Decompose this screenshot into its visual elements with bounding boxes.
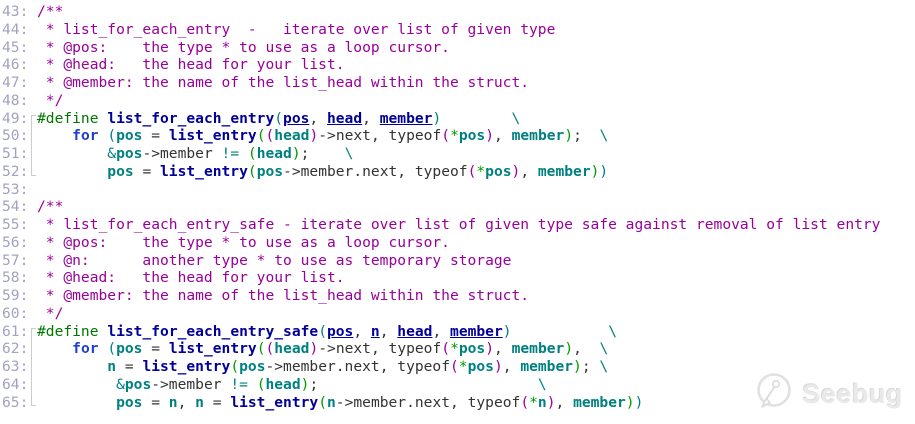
fold-gutter	[28, 92, 37, 110]
code-text: * @head: the head for your list.	[37, 56, 345, 74]
line-number: 52:	[2, 162, 29, 180]
line-number: 46:	[2, 56, 29, 74]
code-text: &pos->member != (head); \	[116, 375, 547, 393]
code-line: 57: * @n: another type * to use as tempo…	[2, 252, 915, 270]
fold-gutter	[28, 181, 37, 199]
code-text: pos = n, n = list_entry(n->member.next, …	[116, 393, 644, 411]
code-line: 54: /**	[2, 198, 915, 216]
line-number: 60:	[2, 304, 29, 322]
fold-gutter	[28, 74, 37, 92]
code-line: 45: * @pos: the type * to use as a loop …	[2, 39, 915, 57]
code-line: 44: * list_for_each_entry - iterate over…	[2, 21, 915, 39]
code-line: 48: */	[2, 92, 915, 110]
code-text: /**	[37, 3, 64, 20]
fold-gutter	[28, 39, 37, 57]
line-number: 44:	[2, 20, 29, 38]
code-line: 58: * @head: the head for your list.	[2, 269, 915, 287]
code-text: #define list_for_each_entry_safe(pos, n,…	[37, 322, 617, 340]
line-number: 65:	[2, 393, 29, 411]
line-number: 58:	[2, 269, 29, 287]
code-line: 65: pos = n, n = list_entry(n->member.ne…	[2, 392, 915, 412]
code-text: /**	[37, 198, 64, 216]
fold-gutter	[28, 234, 37, 252]
fold-bracket	[28, 339, 37, 359]
fold-gutter	[28, 198, 37, 216]
code-line: 64: &pos->member != (head); \	[2, 374, 915, 395]
line-number: 43:	[2, 3, 29, 20]
fold-bracket	[28, 392, 37, 412]
line-number: 56:	[2, 233, 29, 251]
code-line: 59: * @member: the name of the list_head…	[2, 287, 915, 305]
code-line: 51: &pos->member != (head); \	[2, 144, 915, 164]
code-line: 55: * list_for_each_entry_safe - iterate…	[2, 216, 915, 234]
code-line: 46: * @head: the head for your list.	[2, 56, 915, 74]
code-text: for (pos = list_entry((head)->next, type…	[72, 340, 609, 358]
fold-bracket	[28, 110, 37, 128]
code-line: 50: for (pos = list_entry((head)->next, …	[2, 126, 915, 146]
line-number: 55:	[2, 216, 29, 233]
code-text: */	[37, 91, 64, 109]
line-number: 53:	[2, 180, 29, 198]
fold-gutter	[28, 252, 37, 270]
code-line: 53:	[2, 181, 915, 199]
fold-gutter	[28, 269, 37, 287]
code-text: &pos->member != (head); \	[107, 145, 354, 162]
code-text: #define list_for_each_entry(pos, head, m…	[37, 109, 521, 127]
code-line: 49: #define list_for_each_entry(pos, head…	[2, 110, 915, 128]
code-text: pos = list_entry(pos->member.next, typeo…	[107, 162, 609, 180]
fold-bracket	[28, 323, 37, 341]
fold-bracket	[28, 357, 37, 377]
line-number: 48:	[2, 91, 29, 109]
code-text: * @pos: the type * to use as a loop curs…	[37, 233, 450, 251]
line-number: 57:	[2, 251, 29, 269]
line-number: 59:	[2, 287, 29, 304]
code-text: * @member: the name of the list_head wit…	[37, 74, 530, 91]
fold-gutter	[28, 287, 37, 305]
line-number: 50:	[2, 127, 29, 145]
code-line: 63: n = list_entry(pos->member.next, typ…	[2, 357, 915, 377]
code-text: n = list_entry(pos->member.next, typeof(…	[107, 358, 609, 375]
code-line: 56: * @pos: the type * to use as a loop …	[2, 234, 915, 252]
line-number: 54:	[2, 198, 29, 216]
code-text: * @head: the head for your list.	[37, 269, 345, 287]
line-number: 47:	[2, 74, 29, 91]
line-number: 49:	[2, 109, 29, 127]
fold-bracket	[28, 374, 37, 395]
code-text: * list_for_each_entry - iterate over lis…	[37, 20, 556, 38]
fold-gutter	[28, 216, 37, 234]
code-line: 43: /**	[2, 3, 915, 21]
fold-bracket	[28, 126, 37, 146]
code-text: * @member: the name of the list_head wit…	[37, 287, 530, 304]
code-line: 61: #define list_for_each_entry_safe(pos,…	[2, 323, 915, 341]
fold-bracket	[28, 144, 37, 164]
line-number: 62:	[2, 340, 29, 358]
line-number: 61:	[2, 322, 29, 340]
code-line: 62: for (pos = list_entry((head)->next, …	[2, 339, 915, 359]
code-line: 47: * @member: the name of the list_head…	[2, 74, 915, 92]
fold-gutter	[28, 56, 37, 74]
code-text: for (pos = list_entry((head)->next, type…	[72, 127, 609, 145]
code-text: */	[37, 304, 64, 322]
fold-gutter	[28, 305, 37, 323]
fold-gutter	[28, 21, 37, 39]
fold-gutter	[28, 3, 37, 21]
line-number: 63:	[2, 358, 29, 375]
fold-bracket	[28, 161, 37, 181]
code-text: * @pos: the type * to use as a loop curs…	[37, 38, 450, 56]
code-line: 60: */	[2, 305, 915, 323]
line-number: 45:	[2, 38, 29, 56]
line-number: 64:	[2, 375, 29, 393]
code-text: * list_for_each_entry_safe - iterate ove…	[37, 216, 881, 233]
line-number: 51:	[2, 145, 29, 162]
code-line: 52: pos = list_entry(pos->member.next, t…	[2, 161, 915, 181]
code-area: 43:/**44: * list_for_each_entry - iterat…	[2, 3, 915, 412]
code-text: * @n: another type * to use as temporary…	[37, 251, 512, 269]
